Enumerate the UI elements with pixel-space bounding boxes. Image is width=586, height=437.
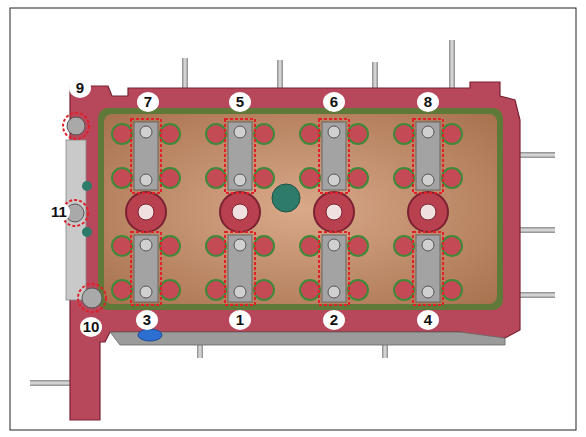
spark-plug-hole — [232, 204, 248, 220]
bearing-cap — [322, 122, 346, 190]
spark-plug-boss — [408, 192, 448, 232]
bearing-cap — [416, 235, 440, 302]
callout-number: 8 — [417, 92, 439, 112]
cap-bolt — [234, 174, 246, 186]
bearing-cap — [228, 122, 252, 190]
cap-bolt — [140, 286, 152, 298]
valve-train — [112, 119, 462, 305]
cap-bolt — [328, 174, 340, 186]
bearing-cap — [416, 122, 440, 190]
valve-lifter — [254, 280, 274, 300]
valve-lifter — [442, 280, 462, 300]
cap-bolt — [140, 174, 152, 186]
valve-lifter — [206, 280, 226, 300]
callout-number: 10 — [80, 317, 102, 337]
callout-number: 3 — [136, 310, 158, 330]
plug — [272, 184, 300, 212]
stud — [30, 380, 75, 386]
valve-lifter — [348, 124, 368, 144]
stud — [515, 152, 555, 158]
valve-lifter — [112, 236, 132, 256]
highlight-mark — [413, 119, 443, 193]
valve-lifter — [254, 124, 274, 144]
callout-number: 1 — [229, 310, 251, 330]
cap-bolt — [140, 126, 152, 138]
valve-lifter — [442, 236, 462, 256]
cap-bolt — [422, 126, 434, 138]
valve-lifter — [160, 124, 180, 144]
valve-lifter — [300, 236, 320, 256]
cap-bolt — [234, 286, 246, 298]
bearing-cap — [134, 235, 158, 302]
spark-plug-hole — [138, 204, 154, 220]
cap-bolt — [422, 286, 434, 298]
valve-lifter — [394, 168, 414, 188]
spark-plug-boss — [220, 192, 260, 232]
valve-lifter — [206, 168, 226, 188]
cap-bolt — [328, 126, 340, 138]
stud — [515, 227, 555, 233]
cap-bolt — [234, 126, 246, 138]
cap-bolt — [328, 286, 340, 298]
spark-plug-hole — [420, 204, 436, 220]
callout-number: 2 — [323, 310, 345, 330]
chamber-rim — [98, 108, 503, 310]
highlight-mark — [131, 119, 161, 193]
highlight-mark — [413, 232, 443, 305]
valve-lifter — [206, 124, 226, 144]
head-body — [70, 82, 520, 420]
cap-bolt — [234, 239, 246, 251]
callout-number: 7 — [137, 92, 159, 112]
valve-lifter — [348, 280, 368, 300]
callout-number: 4 — [417, 310, 439, 330]
valve-lifter — [348, 168, 368, 188]
valve-lifter — [442, 124, 462, 144]
valve-lifter — [112, 280, 132, 300]
spark-plug-boss — [126, 192, 166, 232]
valve-lifter — [348, 236, 368, 256]
chamber — [104, 114, 497, 304]
side-bolts — [62, 113, 162, 341]
bearing-cap — [322, 235, 346, 302]
callout-number: 11 — [48, 202, 70, 222]
callout-number: 6 — [323, 92, 345, 112]
highlight-mark — [319, 119, 349, 193]
valve-lifter — [442, 168, 462, 188]
spark-plug-hole — [326, 204, 342, 220]
highlight-mark — [319, 232, 349, 305]
bearing-cap — [228, 235, 252, 302]
spark-plug-boss — [314, 192, 354, 232]
valve-lifter — [300, 168, 320, 188]
highlight-mark — [131, 232, 161, 305]
highlight-mark — [225, 232, 255, 305]
stud — [515, 292, 555, 298]
cap-bolt — [422, 174, 434, 186]
callout-number: 9 — [69, 78, 91, 98]
valve-lifter — [300, 124, 320, 144]
deck-edge — [110, 332, 505, 345]
stud — [449, 40, 455, 95]
bearing-cap — [134, 122, 158, 190]
valve-lifter — [254, 168, 274, 188]
frame — [10, 8, 576, 430]
valve-lifter — [394, 124, 414, 144]
highlight-mark — [225, 119, 255, 193]
cap-bolt — [328, 239, 340, 251]
valve-lifter — [206, 236, 226, 256]
valve-lifter — [160, 168, 180, 188]
valve-lifter — [300, 280, 320, 300]
valve-lifter — [394, 236, 414, 256]
cap-bolt — [422, 239, 434, 251]
valve-lifter — [160, 280, 180, 300]
valve-lifter — [112, 124, 132, 144]
valve-lifter — [112, 168, 132, 188]
callout-number: 5 — [229, 92, 251, 112]
cap-bolt — [140, 239, 152, 251]
valve-lifter — [254, 236, 274, 256]
valve-lifter — [160, 236, 180, 256]
valve-lifter — [394, 280, 414, 300]
